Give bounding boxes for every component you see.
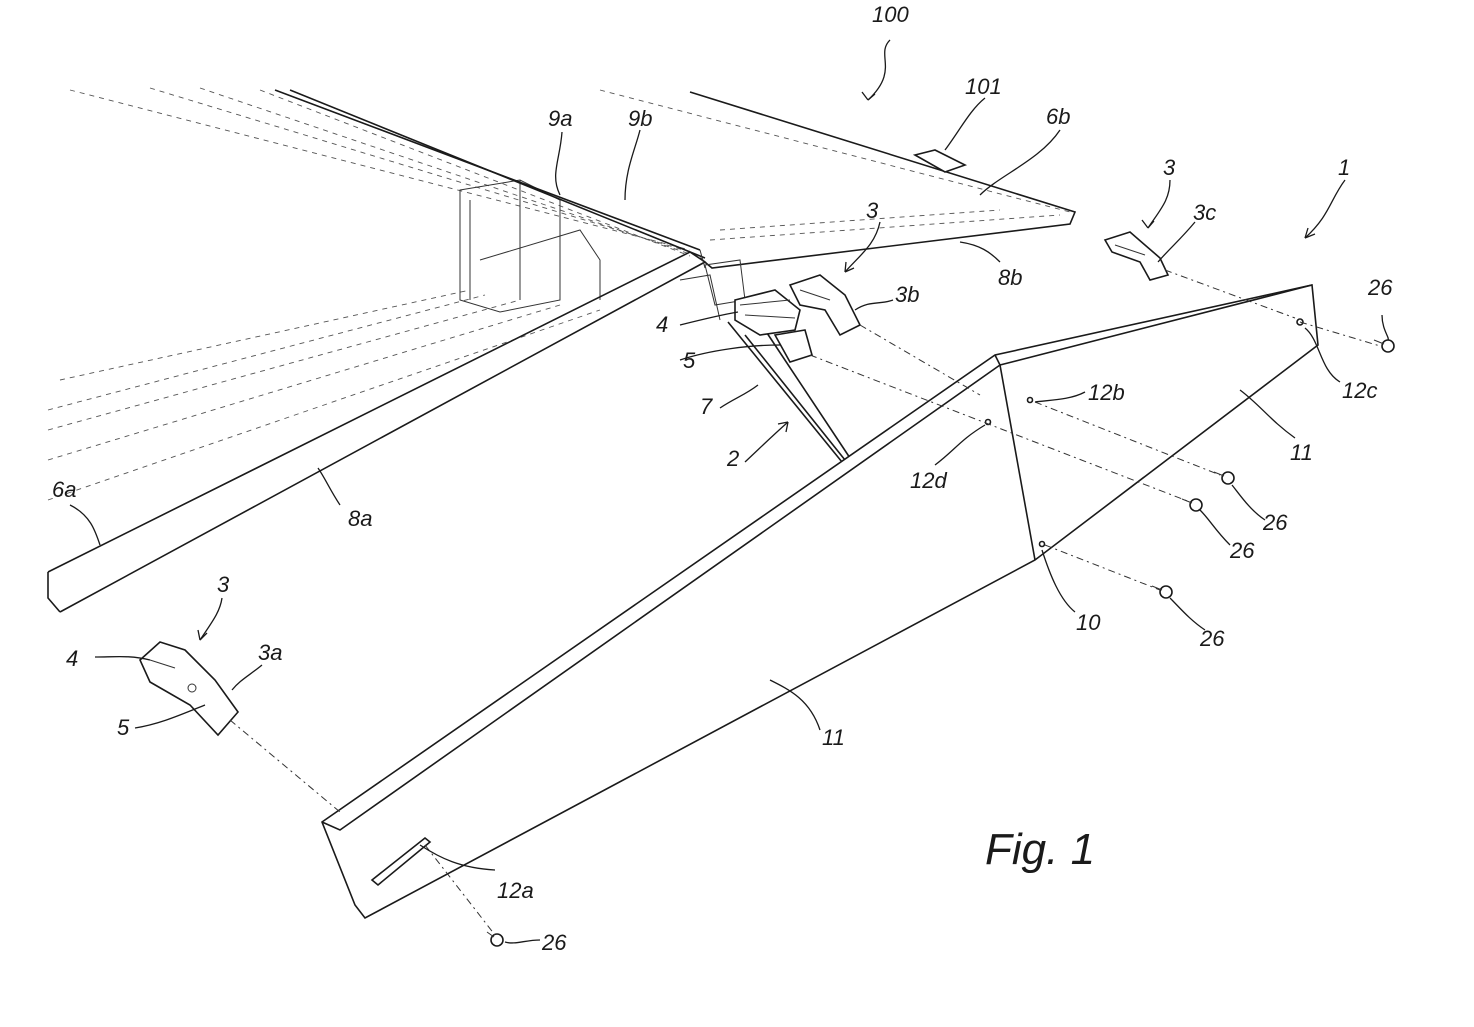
label-10: 10 [1076,610,1101,635]
label-12c: 12c [1342,378,1377,403]
label-3-top-c: 3 [1163,155,1176,180]
label-2: 2 [726,446,739,471]
panel-6a [48,88,705,612]
label-100: 100 [872,2,909,27]
label-5-bottom: 5 [117,715,130,740]
label-3b: 3b [895,282,919,307]
label-7: 7 [700,394,713,419]
label-1: 1 [1338,155,1350,180]
label-26-right: 26 [1367,275,1393,300]
figure-caption: Fig. 1 [985,825,1095,874]
label-26-b: 26 [1229,538,1255,563]
label-101: 101 [965,74,1002,99]
label-26-c: 26 [1199,626,1225,651]
label-3a: 3a [258,640,282,665]
label-8b: 8b [998,265,1022,290]
label-3-top-b: 3 [866,198,879,223]
deflector-11 [322,285,1318,918]
label-6b: 6b [1046,104,1070,129]
label-9a: 9a [548,106,572,131]
reference-labels: 100 101 9a 9b 6b 3 3c 1 3 3b 8b 26 4 5 1… [52,2,1393,955]
label-3-bottom: 3 [217,572,230,597]
label-4-top: 4 [656,312,668,337]
label-4-bottom: 4 [66,646,78,671]
clamp-3b [790,275,860,335]
label-8a: 8a [348,506,372,531]
label-26-a: 26 [1262,510,1288,535]
label-12b: 12b [1088,380,1125,405]
label-5-top: 5 [683,348,696,373]
label-9b: 9b [628,106,652,131]
label-26-bottom: 26 [541,930,567,955]
label-12a: 12a [497,878,534,903]
clamp-3c [1105,232,1168,280]
label-11-main: 11 [822,725,845,750]
clamp-3a [140,642,238,735]
label-6a: 6a [52,477,76,502]
label-3c: 3c [1193,200,1216,225]
leader-lines [70,40,1388,943]
label-11-right: 11 [1290,440,1313,465]
label-12d: 12d [910,468,947,493]
